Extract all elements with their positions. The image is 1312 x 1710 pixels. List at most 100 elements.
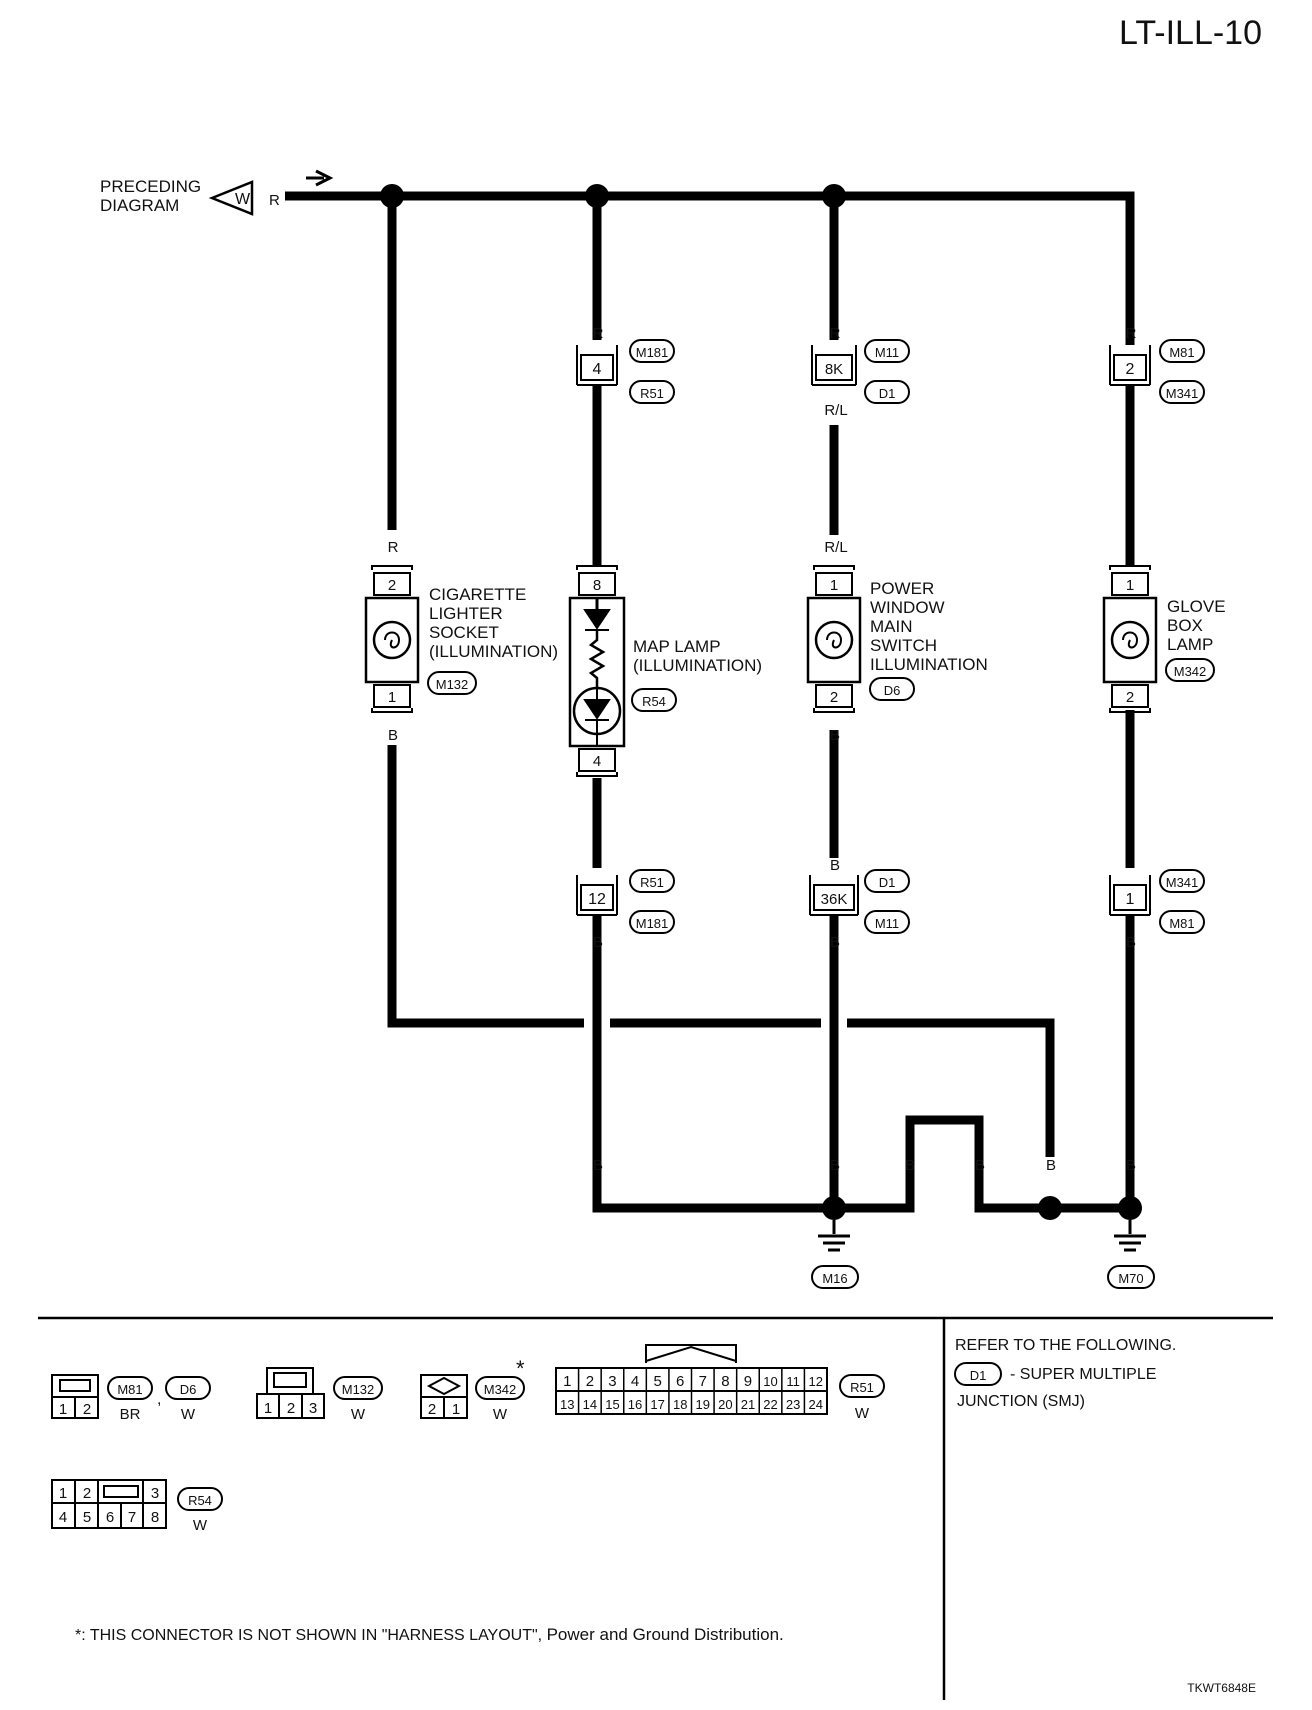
component-label: MAP LAMP: [633, 637, 721, 656]
connector-tag: [629, 910, 675, 934]
wire-code: B: [388, 727, 398, 744]
connector-tag-label: R51: [640, 386, 664, 401]
pin-number: 2: [428, 1401, 436, 1418]
component-label: LAMP: [1167, 635, 1213, 654]
pin-number: 1: [452, 1401, 460, 1418]
connector-tag: [954, 1362, 1002, 1386]
joint-glove-upper: 2 M81 M341: [1109, 339, 1205, 404]
connector-tag: [864, 910, 910, 934]
footnote-tail: Power and Ground Distribution.: [547, 1625, 784, 1644]
pin-number: 16: [628, 1397, 642, 1412]
splice-dot: [1118, 1196, 1142, 1220]
color-code: W: [493, 1406, 508, 1423]
connector-tag: [631, 688, 677, 712]
pin-number: 18: [673, 1397, 687, 1412]
component-label: LIGHTER: [429, 604, 503, 623]
pin-number: 2: [830, 689, 838, 706]
connector-tag: [629, 339, 675, 363]
cigarette-ground-wire: [387, 745, 1055, 1157]
connector-tag-label: M181: [636, 916, 669, 931]
refer-text: JUNCTION (SMJ): [957, 1393, 1085, 1410]
wire-code: B: [830, 1157, 840, 1174]
joint-map-lower: 12 R51 M181: [576, 869, 675, 934]
connector-tag-label: R54: [642, 694, 666, 709]
ground-m70: M70: [1107, 1220, 1155, 1289]
component-label: BOX: [1167, 616, 1203, 635]
pin-number: 5: [83, 1509, 91, 1526]
connector-tag-label: M81: [117, 1382, 142, 1397]
pin-number: 2: [287, 1400, 295, 1417]
connector-tag: [1107, 1265, 1155, 1289]
pin-number: 8: [151, 1509, 159, 1526]
connector-tag: [1165, 658, 1215, 682]
wire-code: R/L: [824, 402, 847, 419]
color-code: W: [351, 1406, 366, 1423]
connector-tag: [839, 1374, 885, 1398]
component-label: GLOVE: [1167, 597, 1226, 616]
joint-pin: 36K: [821, 891, 848, 908]
pin-number: 2: [83, 1485, 91, 1502]
joint-pin: 12: [588, 891, 606, 908]
wire-code: B: [830, 727, 840, 744]
connector-view-m342: 2 1 M342 * W: [420, 1356, 525, 1423]
main-feed-wire: [285, 191, 1135, 345]
power-window-switch: 1 2 POWER WINDOW MAIN SWITCH ILLUMINATIO…: [806, 565, 988, 713]
preceding-label-2: DIAGRAM: [100, 196, 179, 215]
asterisk-mark: *: [516, 1356, 525, 1381]
glove-box-lamp: 1 2 GLOVE BOX LAMP M342: [1102, 565, 1226, 713]
resistor-icon: [588, 630, 606, 688]
pin-number: 6: [106, 1509, 114, 1526]
map-ground-wire-2: [592, 915, 834, 1213]
joint-pin: 4: [593, 361, 602, 378]
ground-label: M16: [822, 1271, 847, 1286]
joint-pin: 8K: [825, 361, 843, 378]
bulb-icon: [1110, 620, 1150, 660]
footnote-mark: *:: [75, 1627, 86, 1644]
connector-tag-label: M341: [1166, 875, 1199, 890]
pin-number: 1: [830, 577, 838, 594]
connector-tag: [427, 671, 477, 695]
connector-tag-label: M132: [342, 1382, 375, 1397]
wire-code: B: [1126, 1157, 1136, 1174]
connector-view-r54: 1 2 3 4 5 6 7 8 R54 W: [51, 1479, 223, 1534]
wire-code: B: [1046, 1157, 1056, 1174]
splice-dot: [585, 184, 609, 208]
pin-number: 3: [151, 1485, 159, 1502]
connector-tag-label: M81: [1169, 916, 1194, 931]
connector-tag-label: D6: [180, 1382, 197, 1397]
preceding-wire-code: R: [269, 192, 280, 209]
pin-number: 21: [741, 1397, 755, 1412]
ground-icon: [818, 1220, 850, 1252]
color-code: W: [181, 1406, 196, 1423]
connector-tag-label: M341: [1166, 386, 1199, 401]
wire-code: B: [593, 1157, 603, 1174]
component-label: ILLUMINATION: [870, 655, 988, 674]
pin-number: 17: [650, 1397, 664, 1412]
component-label: WINDOW: [870, 598, 945, 617]
pin-number: 4: [631, 1373, 639, 1390]
wire-code: B: [905, 1157, 915, 1174]
pin-number: 3: [608, 1373, 616, 1390]
connector-tag-label: D1: [879, 386, 896, 401]
wire-code: B: [975, 1157, 985, 1174]
refer-note: REFER TO THE FOLLOWING. D1 - SUPER MULTI…: [954, 1337, 1176, 1410]
pin-number: 22: [763, 1397, 777, 1412]
component-label: (ILLUMINATION): [429, 642, 558, 661]
pin-number: 3: [309, 1400, 317, 1417]
connector-tag: [1159, 380, 1205, 404]
wire-harness: [285, 191, 1135, 1213]
connector-tag: [629, 869, 675, 893]
ground-m16: M16: [811, 1220, 859, 1289]
pin-number: 4: [59, 1509, 67, 1526]
pin-number: 8: [593, 577, 601, 594]
connector-tag: [177, 1487, 223, 1511]
ground-icon: [1114, 1220, 1146, 1252]
page-id: LT-ILL-10: [1119, 14, 1262, 52]
pin-number: 1: [264, 1400, 272, 1417]
splice-dot: [822, 184, 846, 208]
wire-code: B: [830, 857, 840, 874]
separator: ,: [157, 1391, 161, 1408]
joint-pin: 1: [1126, 891, 1135, 908]
